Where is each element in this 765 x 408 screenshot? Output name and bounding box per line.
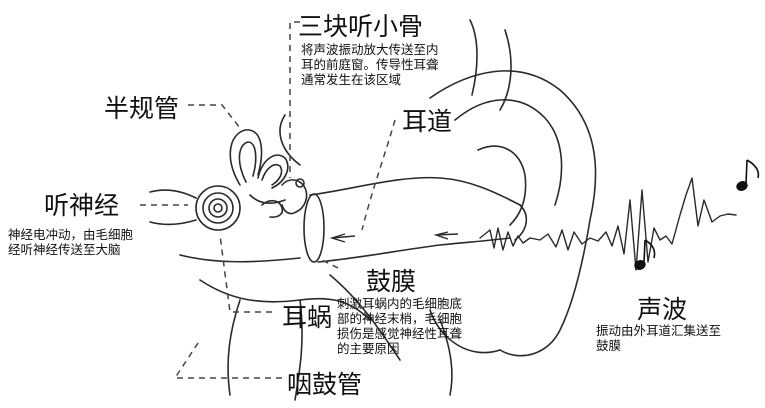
ear-canal-lower — [318, 238, 510, 262]
cochlea-label: 耳蜗 — [282, 298, 332, 334]
ear-canal-label: 耳道 — [402, 102, 452, 138]
eustachian-tube-label: 咽鼓管 — [287, 365, 362, 401]
sound-wave-desc-line: 鼓膜 — [596, 338, 721, 353]
head-back-line-2 — [500, 30, 511, 110]
eardrum-shape — [304, 194, 324, 262]
music-note-icon — [736, 160, 758, 191]
sound-wave-desc-line: 振动由外耳道汇集送至 — [596, 323, 721, 338]
eardrum-desc-line: 部的神经末梢，毛细胞 — [337, 311, 462, 326]
eardrum-desc-line: 损伤是感觉神经性耳聋 — [337, 326, 462, 341]
ossicles-description: 将声波振动放大传送至内 耳的前庭窗。传导性耳聋 通常发生在该区域 — [301, 42, 439, 87]
pinna-inner — [455, 100, 562, 205]
semicircular-canals-shape — [230, 130, 287, 203]
ear-canal-upper — [310, 178, 520, 205]
ossicles-desc-line: 将声波振动放大传送至内 — [301, 42, 439, 57]
auditory-nerve-description: 神经电冲动，由毛细胞 经听神经传送至大脑 — [8, 227, 133, 257]
jaw-line — [228, 300, 240, 395]
ossicles-desc-line: 耳的前庭窗。传导性耳聋 — [301, 57, 439, 72]
auditory-nerve-desc-line: 神经电冲动，由毛细胞 — [8, 227, 133, 242]
eardrum-label: 鼓膜 — [366, 262, 416, 298]
cochlea-shape — [150, 186, 240, 230]
leader-semicircular — [188, 105, 240, 128]
eardrum-description: 刺激耳蜗内的毛细胞底 部的神经末梢，毛细胞 损伤是感觉神经性耳聋 的主要原因 — [337, 296, 462, 356]
skull-line-low — [180, 255, 300, 262]
head-back-line — [470, 20, 477, 95]
sound-wave-line — [480, 178, 736, 270]
sound-wave-description: 振动由外耳道汇集送至 鼓膜 — [596, 323, 721, 353]
leader-cochlea — [220, 235, 272, 312]
ossicles-desc-line: 通常发生在该区域 — [301, 72, 439, 87]
auditory-nerve-label: 听神经 — [44, 186, 119, 222]
eardrum-desc-line: 刺激耳蜗内的毛细胞底 — [337, 296, 462, 311]
leader-ear-canal — [362, 120, 395, 230]
eardrum-desc-line: 的主要原因 — [337, 341, 462, 356]
arrow-left-icon — [436, 232, 458, 239]
ossicles-shape — [262, 179, 307, 217]
auditory-nerve-desc-line: 经听神经传送至大脑 — [8, 242, 133, 257]
ossicles-title: 三块听小骨 — [298, 7, 423, 43]
sound-wave-label: 声波 — [637, 290, 687, 326]
canal-arrows — [332, 232, 458, 242]
leader-ossicles — [290, 22, 300, 178]
pinna-helix — [478, 146, 526, 225]
arrow-left-icon — [332, 234, 355, 242]
semicircular-canals-label: 半规管 — [104, 89, 179, 125]
